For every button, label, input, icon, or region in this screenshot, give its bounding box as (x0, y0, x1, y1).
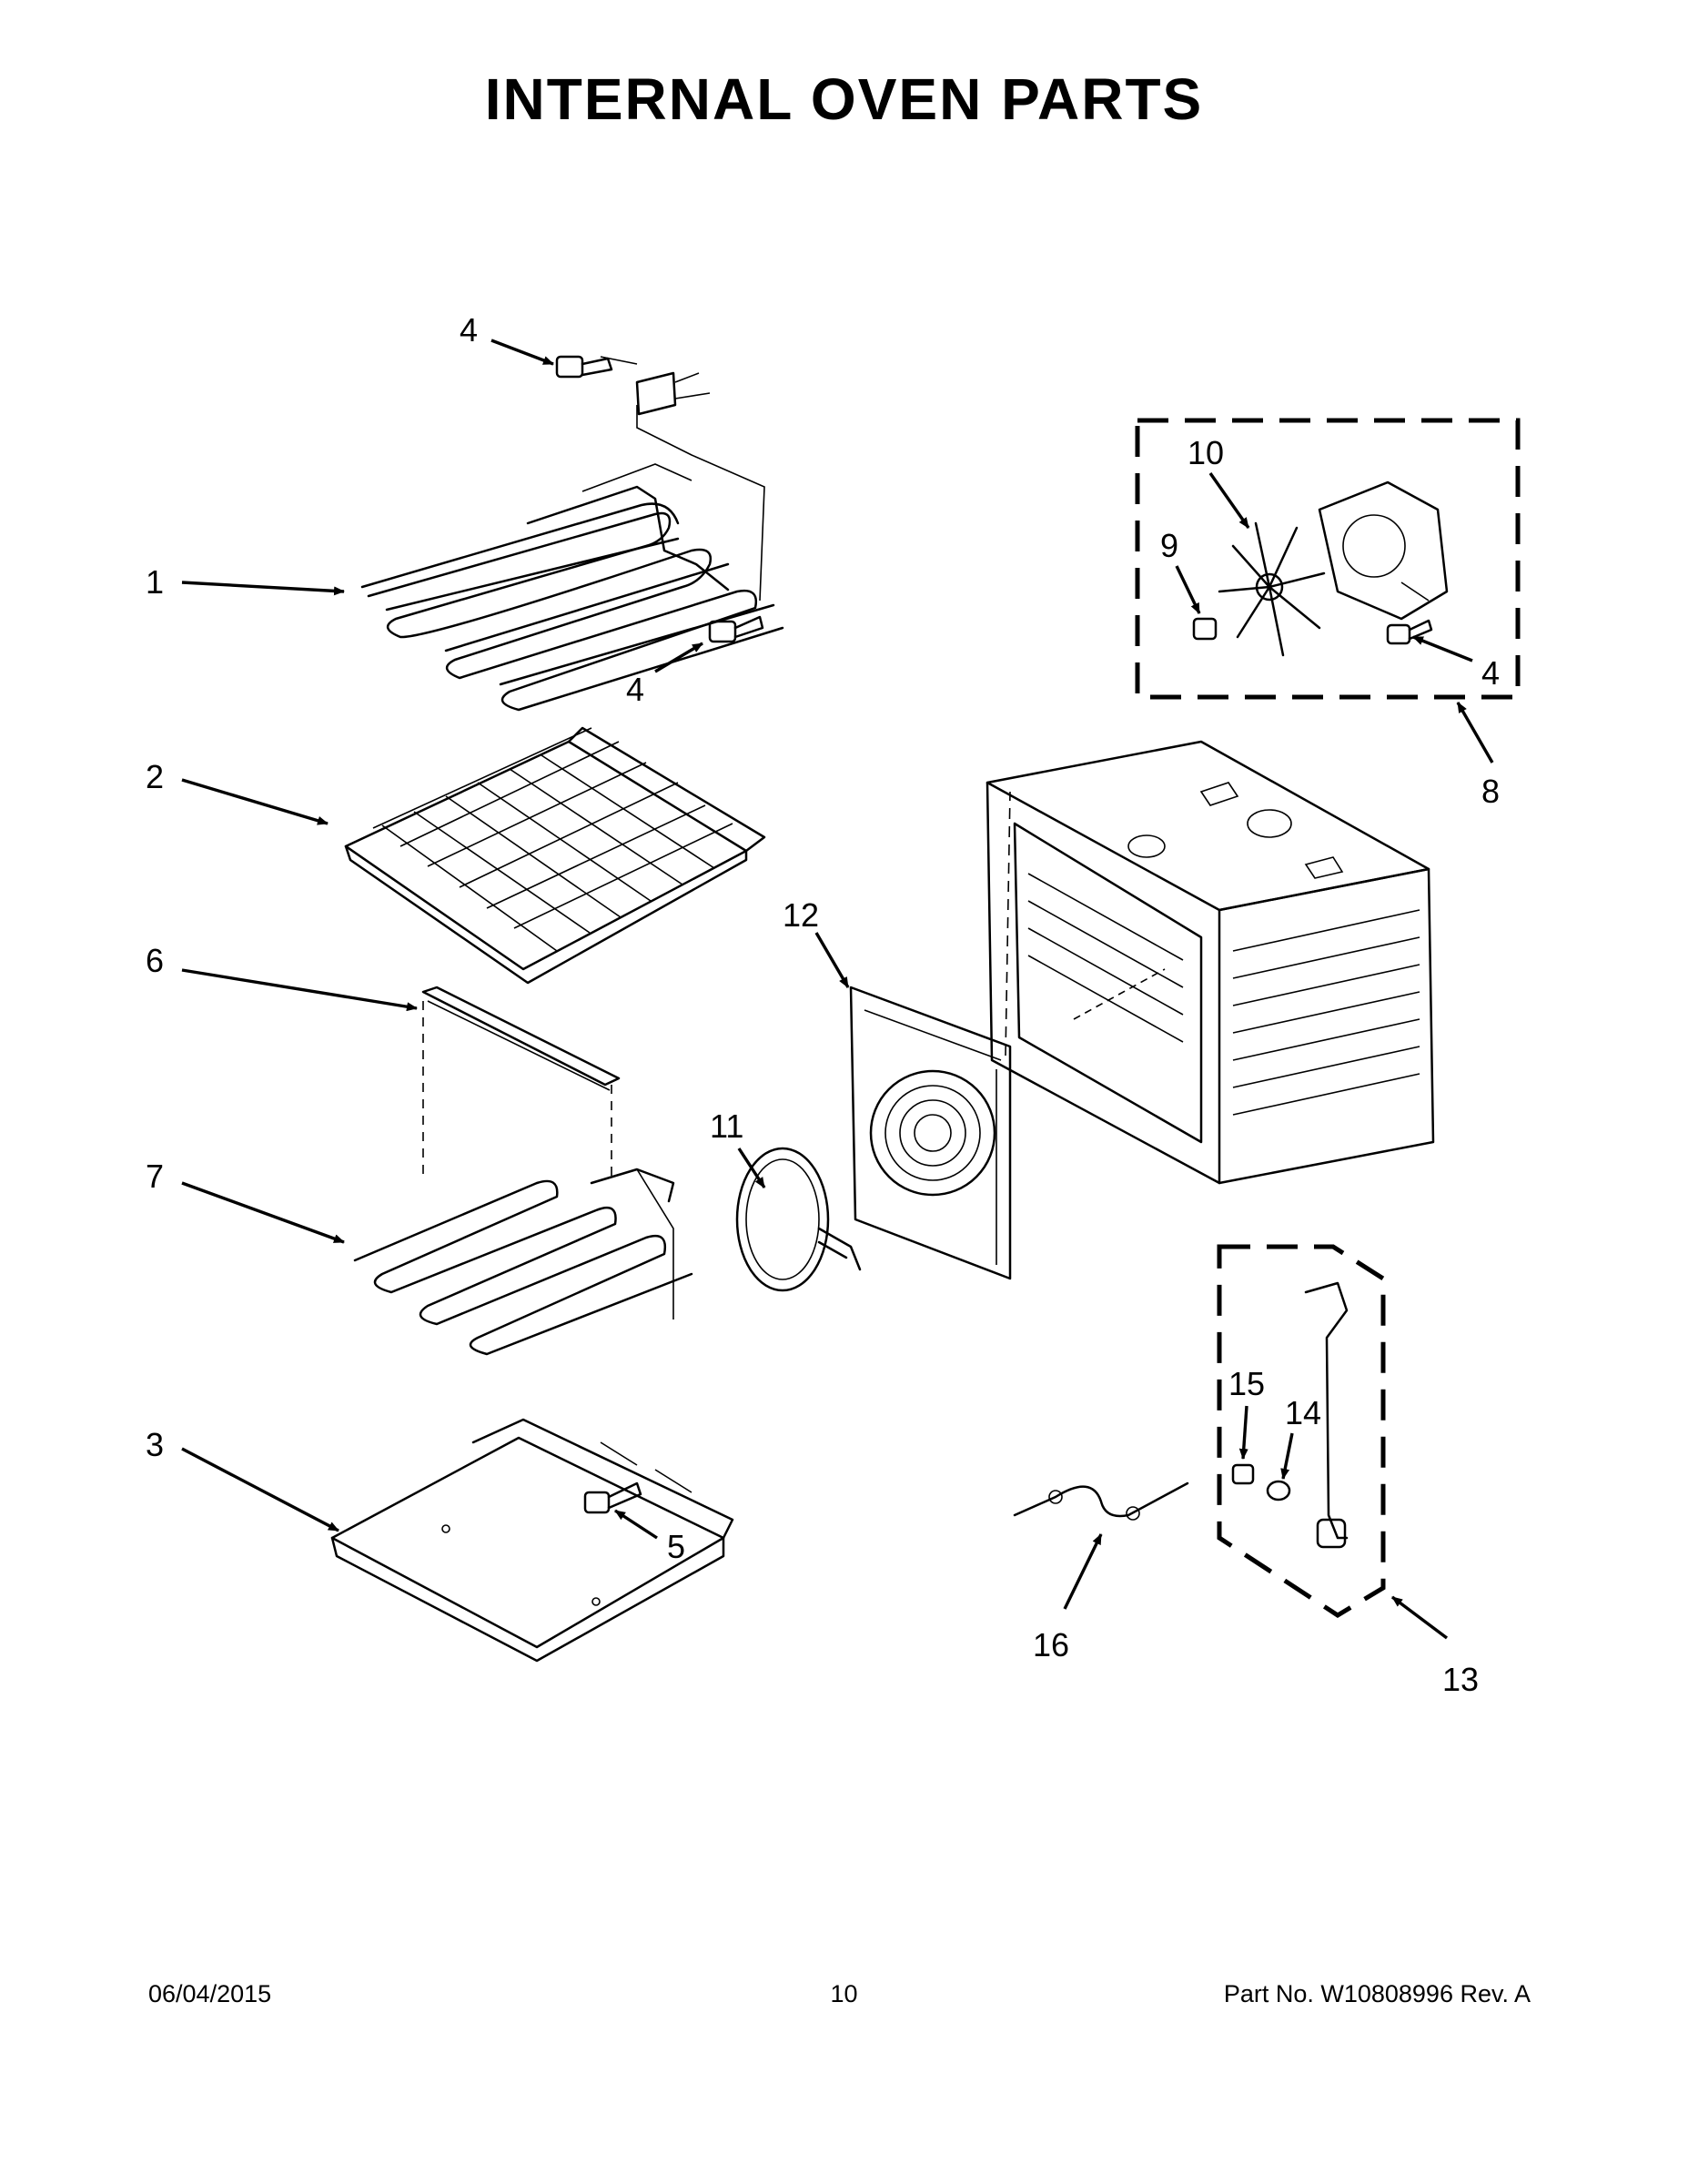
part-10-fan-blade[interactable] (1218, 521, 1326, 657)
callout-3: 3 (146, 1426, 164, 1463)
part-2-oven-rack[interactable] (344, 726, 766, 985)
callout-1: 1 (146, 563, 164, 601)
callout-16: 16 (1033, 1626, 1069, 1663)
part-13-temperature-sensor[interactable] (1217, 1244, 1386, 1618)
callout-8: 8 (1481, 773, 1500, 810)
callout-14: 14 (1285, 1394, 1321, 1431)
part-11-convection-element[interactable] (735, 1147, 862, 1292)
part-1-terminal-bracket (600, 356, 765, 602)
part-16-meat-probe[interactable] (1013, 1481, 1189, 1521)
part-4-screw-fan[interactable] (1386, 619, 1433, 645)
part-1-bake-element[interactable] (360, 463, 784, 712)
callout-15: 15 (1228, 1365, 1265, 1402)
part-15-nut[interactable] (1231, 1463, 1255, 1485)
leader-lines (181, 339, 1494, 1640)
footer-part-number: Part No. W10808996 Rev. A (1223, 1980, 1531, 2007)
part-9-fan-nut[interactable] (1192, 617, 1218, 641)
part-3-oven-bottom[interactable] (330, 1418, 734, 1663)
page-title: INTERNAL OVEN PARTS (484, 66, 1204, 132)
part-8-convection-fan-assembly[interactable] (1135, 418, 1521, 700)
callout-4-mid: 4 (626, 671, 644, 708)
callout-9: 9 (1160, 527, 1178, 564)
callout-labels: 1 2 6 7 3 4 4 5 10 9 4 8 12 11 15 14 16 … (146, 311, 1500, 1698)
callout-4-top: 4 (460, 311, 478, 349)
footer-page-number: 10 (830, 1980, 858, 2007)
part-6-element-shield[interactable] (421, 986, 621, 1183)
callout-10: 10 (1188, 434, 1224, 471)
oven-cavity (986, 740, 1435, 1185)
callout-12: 12 (783, 896, 819, 934)
part-12-fan-cover[interactable] (849, 986, 1012, 1280)
part-14-washer[interactable] (1266, 1480, 1291, 1502)
callout-6: 6 (146, 942, 164, 979)
part-7-broil-element[interactable] (353, 1168, 693, 1356)
footer-date: 06/04/2015 (148, 1980, 272, 2007)
callout-5: 5 (667, 1528, 685, 1565)
callout-4-fan: 4 (1481, 654, 1500, 692)
part-4-screw-top-right[interactable] (708, 615, 764, 643)
callout-11: 11 (710, 1107, 743, 1145)
fan-motor (1318, 480, 1449, 621)
callout-13: 13 (1442, 1661, 1479, 1698)
part-5-screw[interactable] (583, 1481, 642, 1514)
callout-2: 2 (146, 758, 164, 795)
callout-7: 7 (146, 1158, 164, 1195)
part-4-screw-top-left[interactable] (555, 355, 613, 379)
